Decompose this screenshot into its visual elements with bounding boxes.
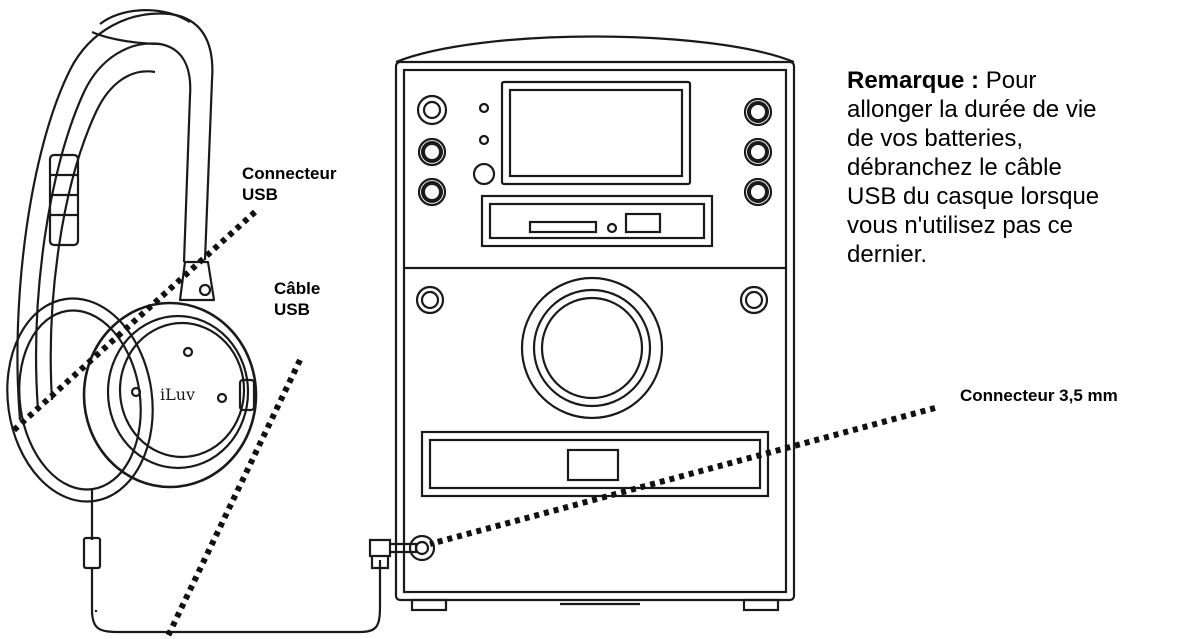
note-line-3: de vos batteries, xyxy=(847,125,1024,152)
note-line-5: USB du casque lorsque xyxy=(847,183,1100,210)
note-line-1-text: Pour xyxy=(985,67,1037,94)
note-line-2: allonger la durée de vie xyxy=(847,96,1097,123)
usb-connector-label: Connecteur USB xyxy=(242,163,336,205)
usb-cable-label-line2: USB xyxy=(274,300,310,319)
leader-lines xyxy=(11,209,936,638)
usb-connector-label-line2: USB xyxy=(242,185,278,204)
battery-note: Remarque : Pour allonger la durée de vie… xyxy=(847,66,1183,269)
note-line-6: vous n'utilisez pas ce xyxy=(847,212,1074,239)
headphones-illustration xyxy=(6,9,382,634)
usb-cable-label: Câble USB xyxy=(274,278,320,320)
note-line-4: débranchez le câble xyxy=(847,154,1062,181)
usb-connector-label-line1: Connecteur xyxy=(242,164,337,183)
usb-cable-label-line1: Câble xyxy=(274,279,321,298)
usb-connector-leader xyxy=(11,209,258,433)
stereo-unit-illustration xyxy=(368,35,796,612)
usb-cable-leader xyxy=(165,358,303,638)
note-lead: Remarque : xyxy=(847,67,980,94)
jack-connector-label: Connecteur 3,5 mm xyxy=(960,386,1118,405)
headphone-brand-logo: iLuv xyxy=(160,385,195,404)
note-line-1: Remarque : Pour xyxy=(847,66,1183,95)
jack-connector-leader xyxy=(429,405,936,547)
note-line-7: dernier. xyxy=(847,241,928,268)
